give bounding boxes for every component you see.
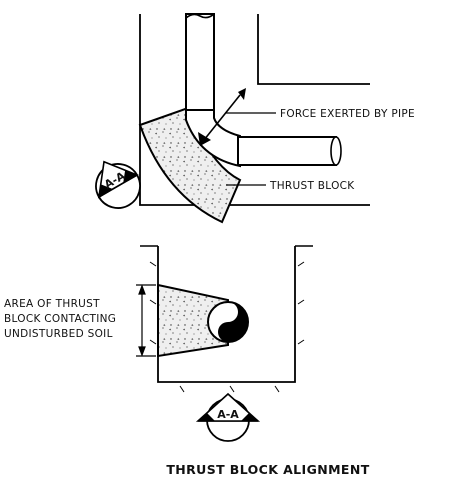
diagram-title: THRUST BLOCK ALIGNMENT (166, 462, 369, 477)
force-arrow (198, 88, 246, 146)
soil-hatching (149, 261, 305, 393)
section-marker-top: A-A (95, 160, 141, 209)
section-marker-bottom: A-A (195, 392, 261, 442)
pipe-cross-section (207, 301, 249, 343)
section-view: AREA OF THRUST BLOCK CONTACTING UNDISTUR… (4, 245, 313, 442)
pipe-open-end (330, 136, 342, 166)
vertical-pipe (185, 13, 215, 113)
area-label-line-2: BLOCK CONTACTING (4, 313, 116, 325)
trench-wall-left (139, 14, 370, 206)
force-label: FORCE EXERTED BY PIPE (280, 108, 415, 120)
dimension-line (136, 284, 156, 357)
area-label-line-3: UNDISTURBED SOIL (4, 328, 113, 340)
horizontal-pipe (237, 136, 337, 166)
pipe-break-end (185, 13, 215, 19)
thrust-block-section (157, 283, 229, 358)
section-label-bottom: A-A (217, 408, 239, 421)
plan-view: FORCE EXERTED BY PIPE THRUST BLOCK A-A (95, 13, 415, 224)
thrust-block-label: THRUST BLOCK (269, 180, 355, 192)
trench-wall-right (257, 14, 370, 85)
area-label-line-1: AREA OF THRUST (4, 298, 100, 310)
